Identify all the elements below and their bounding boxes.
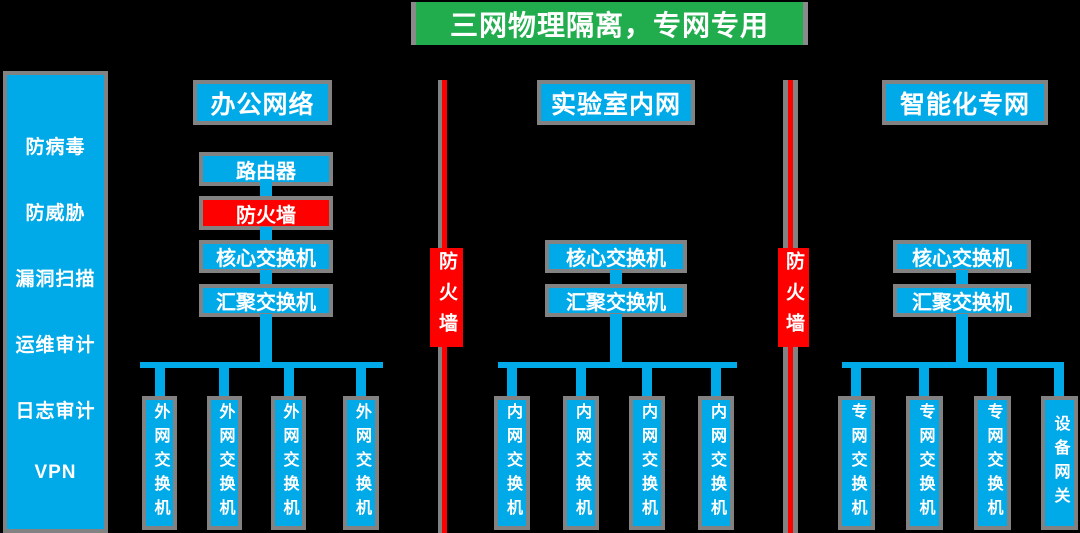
- sidebar-item-vulnscan: 漏洞扫描: [15, 269, 96, 290]
- connector-vertical: [260, 182, 272, 200]
- connector-drop: [356, 362, 366, 398]
- sidebar-item-antithreat: 防威胁: [25, 203, 86, 224]
- leaf-label: 专网交换机: [916, 403, 934, 523]
- connector-drop: [576, 362, 586, 398]
- leaf-internal-switch: 内网交换机: [494, 396, 530, 530]
- node-agg-switch-smart: 汇聚交换机: [893, 284, 1031, 317]
- connector-drop: [284, 362, 294, 398]
- sidebar-item-ops-audit: 运维审计: [15, 335, 96, 356]
- leaf-label: 外网交换机: [151, 403, 169, 523]
- office-network-header-label: 办公网络: [210, 90, 315, 119]
- connector-branch: [842, 362, 1062, 368]
- connector-branch: [498, 362, 737, 368]
- leaf-external-switch: 外网交换机: [343, 396, 379, 530]
- title-text: 三网物理隔离，专网专用: [449, 9, 769, 41]
- firewall-separator-badge: 防火墙: [778, 248, 809, 347]
- node-core-switch-office-label: 核心交换机: [216, 248, 316, 270]
- leaf-label: 外网交换机: [353, 403, 370, 523]
- node-agg-switch-lab-label: 汇聚交换机: [566, 292, 666, 314]
- connector-vertical: [956, 270, 968, 287]
- security-sidebar: 防病毒 防威胁 漏洞扫描 运维审计 日志审计 VPN: [3, 71, 108, 533]
- leaf-device-gateway: 设备网关: [1041, 396, 1078, 530]
- connector-vertical: [610, 314, 622, 366]
- node-router-label: 路由器: [236, 160, 296, 183]
- node-agg-switch-smart-label: 汇聚交换机: [912, 292, 1012, 314]
- firewall-separator-badge: 防火墙: [430, 248, 463, 347]
- leaf-internal-switch: 内网交换机: [563, 396, 599, 530]
- title-banner: 三网物理隔离，专网专用: [411, 2, 808, 45]
- node-core-switch-smart-label: 核心交换机: [912, 248, 1012, 270]
- leaf-label: 专网交换机: [848, 403, 866, 523]
- leaf-internal-switch: 内网交换机: [698, 396, 734, 530]
- leaf-label: 内网交换机: [573, 403, 590, 523]
- node-core-switch-lab-label: 核心交换机: [566, 248, 666, 270]
- lab-intranet-header: 实验室内网: [537, 80, 695, 125]
- leaf-label: 内网交换机: [639, 403, 656, 523]
- node-agg-switch-office: 汇聚交换机: [199, 284, 333, 317]
- sidebar-item-log-audit: 日志审计: [15, 401, 96, 422]
- connector-drop: [219, 362, 229, 398]
- office-network-header: 办公网络: [193, 80, 332, 125]
- node-core-switch-office: 核心交换机: [199, 240, 333, 273]
- node-router: 路由器: [199, 152, 333, 186]
- leaf-dedicated-switch: 专网交换机: [838, 396, 875, 530]
- leaf-dedicated-switch: 专网交换机: [974, 396, 1011, 530]
- leaf-label: 内网交换机: [504, 403, 521, 523]
- connector-drop: [642, 362, 652, 398]
- connector-branch: [140, 362, 383, 368]
- leaf-label: 内网交换机: [708, 403, 725, 523]
- smart-network-header-label: 智能化专网: [899, 90, 1030, 119]
- connector-drop: [919, 362, 929, 398]
- sidebar-item-antivirus: 防病毒: [25, 137, 86, 158]
- leaf-label: 外网交换机: [280, 403, 298, 523]
- node-agg-switch-office-label: 汇聚交换机: [216, 292, 316, 314]
- node-agg-switch-lab: 汇聚交换机: [545, 284, 687, 317]
- leaf-dedicated-switch: 专网交换机: [906, 396, 943, 530]
- node-firewall-label: 防火墙: [236, 204, 296, 227]
- connector-vertical: [260, 227, 272, 243]
- connector-drop: [155, 362, 165, 398]
- leaf-label: 设备网关: [1051, 415, 1069, 511]
- connector-vertical: [260, 314, 272, 366]
- connector-vertical: [260, 270, 272, 287]
- node-core-switch-smart: 核心交换机: [893, 240, 1031, 273]
- firewall-separator-label: 防火墙: [436, 251, 457, 344]
- leaf-label: 专网交换机: [984, 403, 1002, 523]
- connector-drop: [711, 362, 721, 398]
- sidebar-item-vpn: VPN: [34, 462, 77, 483]
- connector-vertical: [610, 270, 622, 287]
- leaf-label: 外网交换机: [216, 403, 234, 523]
- connector-drop: [987, 362, 997, 398]
- leaf-internal-switch: 内网交换机: [629, 396, 665, 530]
- connector-drop: [1054, 362, 1064, 398]
- connector-drop: [507, 362, 517, 398]
- smart-network-header: 智能化专网: [882, 80, 1048, 125]
- lab-intranet-header-label: 实验室内网: [550, 90, 681, 119]
- connector-vertical: [956, 314, 968, 366]
- leaf-external-switch: 外网交换机: [142, 396, 177, 530]
- node-firewall: 防火墙: [199, 196, 333, 230]
- leaf-external-switch: 外网交换机: [271, 396, 306, 530]
- leaf-external-switch: 外网交换机: [207, 396, 242, 530]
- connector-drop: [851, 362, 861, 398]
- firewall-separator-label: 防火墙: [783, 251, 804, 344]
- node-core-switch-lab: 核心交换机: [545, 240, 687, 273]
